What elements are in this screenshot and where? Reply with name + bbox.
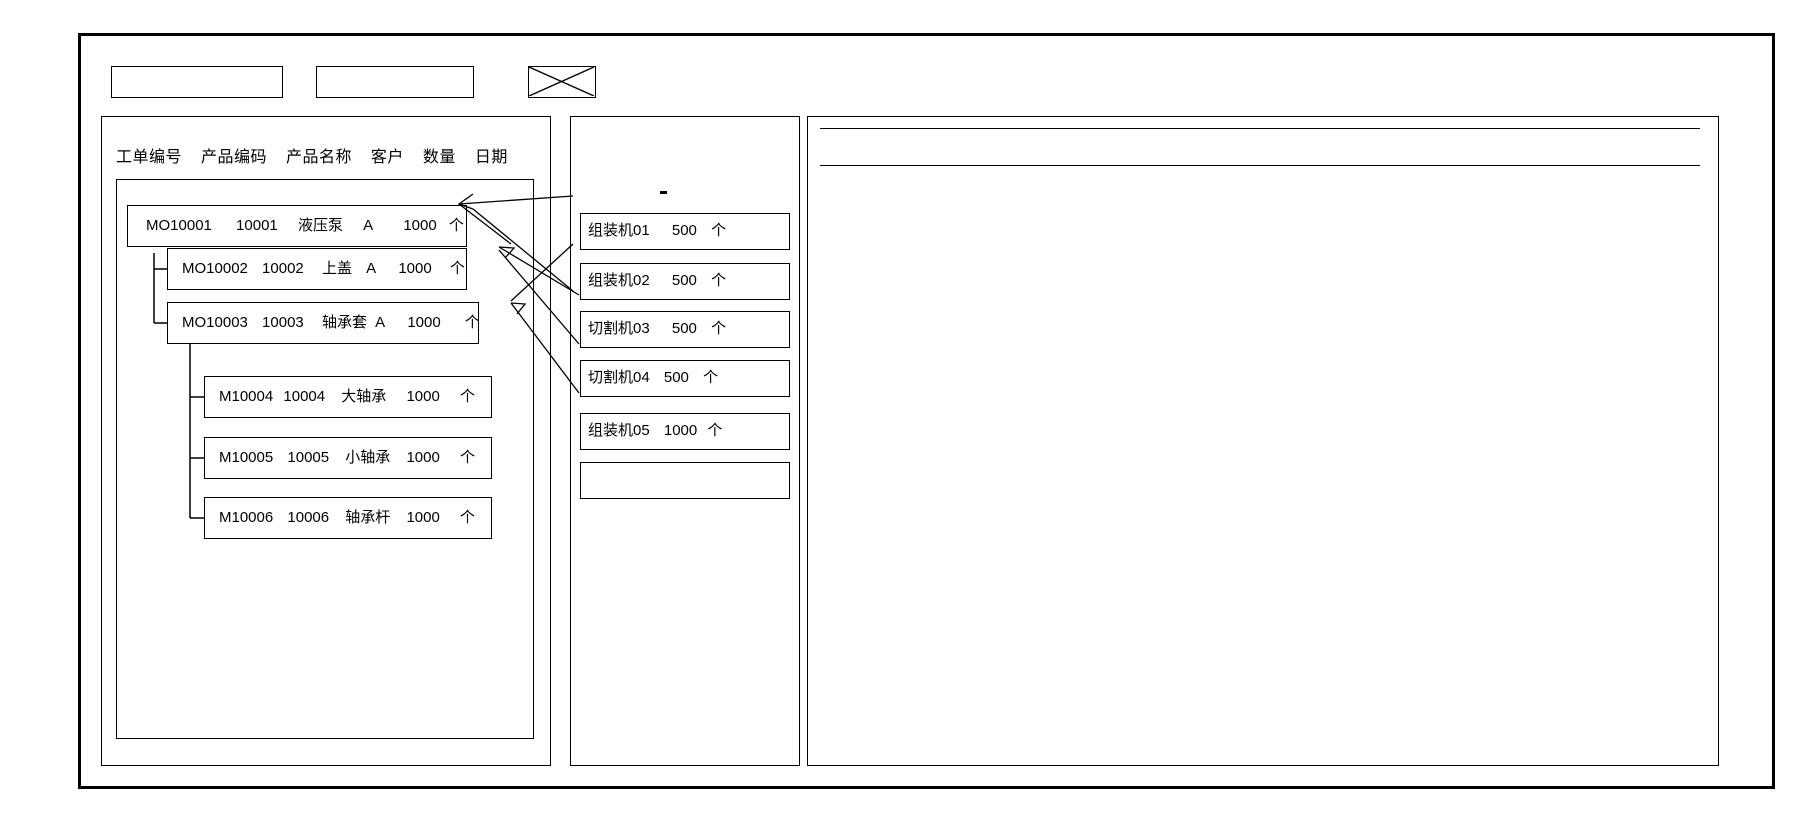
detail-panel (807, 116, 1719, 766)
machine-name: 组装机02 (588, 272, 650, 289)
machine-name: 组装机01 (588, 222, 650, 239)
node-product-name: 上盖 (321, 260, 352, 277)
tree-node[interactable]: M10005 10005 小轴承 1000 个 (204, 437, 492, 479)
machine-unit: 个 (707, 422, 723, 439)
node-order-no: M10005 (219, 449, 274, 466)
node-product-code: 10001 (236, 217, 278, 234)
node-quantity: 1000 (406, 449, 440, 466)
work-order-tree: MO10001 10001 液压泵 A 1000 个 MO10002 10002… (116, 179, 534, 739)
column-header-quantity: 数量 (422, 149, 456, 166)
node-unit: 个 (464, 314, 479, 331)
column-header-order-no: 工单编号 (116, 149, 183, 166)
machine-qty: 500 (671, 320, 697, 337)
node-quantity: 1000 (398, 260, 432, 277)
machine-card[interactable]: 组装机02 500 个 (580, 263, 790, 300)
machine-card[interactable]: 组装机05 1000 个 (580, 413, 790, 450)
work-order-panel: 工单编号 产品编码 产品名称 客户 数量 日期 (101, 116, 551, 766)
node-quantity: 1000 (406, 509, 440, 526)
detail-panel-body (820, 166, 1700, 746)
machine-unit: 个 (711, 272, 727, 289)
node-unit: 个 (460, 509, 476, 526)
node-order-no: MO10002 (182, 260, 248, 277)
machine-unit: 个 (711, 222, 727, 239)
tree-node[interactable]: MO10002 10002 上盖 A 1000 个 (167, 248, 467, 290)
machine-card-empty[interactable] (580, 462, 790, 499)
node-product-code: 10004 (283, 388, 326, 405)
node-order-no: M10004 (219, 388, 274, 405)
node-unit: 个 (460, 449, 476, 466)
tree-node[interactable]: MO10003 10003 轴承套 A 1000 个 (167, 302, 479, 344)
node-customer: A (366, 260, 377, 277)
machine-name: 切割机03 (588, 320, 650, 337)
image-placeholder-icon[interactable] (528, 66, 596, 98)
node-order-no: M10006 (219, 509, 274, 526)
machine-unit: 个 (703, 369, 719, 386)
node-customer: A (363, 217, 374, 234)
machine-allocation-panel: 组装机01 500 个 组装机02 500 个 切割机03 500 个 切割机0… (570, 116, 800, 766)
column-header-customer: 客户 (370, 149, 404, 166)
node-order-no: MO10001 (146, 217, 212, 234)
node-product-code: 10005 (287, 449, 330, 466)
node-unit: 个 (449, 260, 465, 277)
node-product-name: 小轴承 (345, 449, 391, 466)
tree-column-headers: 工单编号 产品编码 产品名称 客户 数量 日期 (116, 143, 508, 167)
column-header-product-code: 产品编码 (200, 149, 267, 166)
machine-qty: 500 (671, 272, 697, 289)
machine-qty: 500 (671, 222, 697, 239)
machine-card[interactable]: 组装机01 500 个 (580, 213, 790, 250)
machine-qty: 500 (663, 369, 689, 386)
node-product-name: 轴承杆 (345, 509, 391, 526)
node-product-code: 10003 (262, 314, 304, 331)
tree-node[interactable]: M10006 10006 轴承杆 1000 个 (204, 497, 492, 539)
machine-name: 切割机04 (588, 369, 650, 386)
node-unit: 个 (460, 388, 476, 405)
node-quantity: 1000 (406, 388, 440, 405)
dot-marker-icon (660, 191, 667, 194)
tree-node[interactable]: MO10001 10001 液压泵 A 1000 个 (127, 205, 467, 247)
node-product-name: 液压泵 (297, 217, 343, 234)
node-quantity: 1000 (403, 217, 437, 234)
node-quantity: 1000 (407, 314, 441, 331)
machine-unit: 个 (711, 320, 727, 337)
node-unit: 个 (448, 217, 464, 234)
column-header-date: 日期 (474, 149, 508, 166)
machine-qty: 1000 (663, 422, 698, 439)
toolbar-field-2[interactable] (316, 66, 474, 98)
detail-panel-header (820, 128, 1700, 166)
node-product-code: 10002 (262, 260, 304, 277)
node-order-no: MO10003 (182, 314, 248, 331)
node-customer: A (375, 314, 386, 331)
machine-card[interactable]: 切割机03 500 个 (580, 311, 790, 348)
node-product-code: 10006 (287, 509, 330, 526)
machine-card[interactable]: 切割机04 500 个 (580, 360, 790, 397)
column-header-product-name: 产品名称 (285, 149, 352, 166)
node-product-name: 轴承套 (321, 314, 367, 331)
node-product-name: 大轴承 (341, 388, 387, 405)
tree-node[interactable]: M10004 10004 大轴承 1000 个 (204, 376, 492, 418)
toolbar-field-1[interactable] (111, 66, 283, 98)
machine-name: 组装机05 (588, 422, 650, 439)
application-window: 工单编号 产品编码 产品名称 客户 数量 日期 (78, 33, 1775, 789)
